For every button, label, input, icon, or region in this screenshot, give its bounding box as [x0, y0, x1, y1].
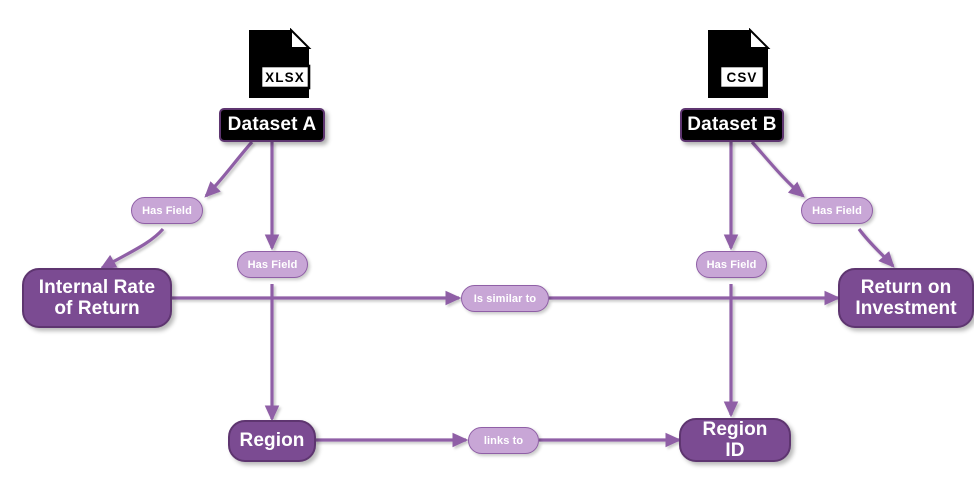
edge-label-dataset-b-has-field-region-id-text: Has Field: [706, 258, 757, 271]
edge-label-dataset-b-has-field-region-id[interactable]: Has Field: [696, 251, 767, 278]
entity-node-internal-rate-of-return-label: Internal Rate of Return: [38, 276, 156, 319]
edge-label-is-similar-to-text: Is similar to: [473, 292, 537, 305]
edge-label-dataset-a-has-field-irr-text: Has Field: [142, 204, 192, 217]
entity-node-region-id[interactable]: Region ID: [679, 418, 791, 462]
dataset-node-dataset-a-label: Dataset A: [227, 114, 317, 135]
entity-node-region-label: Region: [239, 430, 305, 452]
edge-label-is-similar-to[interactable]: Is similar to: [461, 285, 549, 312]
file-xlsx-icon: XLSX: [247, 28, 313, 100]
edge-path-dataset-a-has-field-irr-upper: [204, 140, 254, 198]
entity-node-region-id-label: Region ID: [702, 418, 768, 461]
edge-label-dataset-b-has-field-roi-text: Has Field: [812, 204, 862, 217]
file-csv-icon: CSV: [706, 28, 772, 100]
edge-label-dataset-a-has-field-region-text: Has Field: [247, 258, 298, 271]
entity-node-return-on-investment[interactable]: Return on Investment: [838, 268, 974, 328]
edge-label-links-to-text: links to: [483, 434, 524, 447]
edge-label-dataset-a-has-field-irr[interactable]: Has Field: [131, 197, 203, 224]
edge-label-dataset-b-has-field-roi[interactable]: Has Field: [801, 197, 873, 224]
edge-label-dataset-a-has-field-region[interactable]: Has Field: [237, 251, 308, 278]
entity-node-return-on-investment-label: Return on Investment: [855, 276, 957, 319]
edge-path-dataset-b-has-field-roi-upper: [750, 140, 805, 198]
edge-path-dataset-a-has-field-irr-lower: [99, 227, 165, 270]
edge-label-links-to[interactable]: links to: [468, 427, 539, 454]
entity-node-region[interactable]: Region: [228, 420, 316, 462]
entity-node-internal-rate-of-return[interactable]: Internal Rate of Return: [22, 268, 172, 328]
file-csv-icon-label: CSV: [726, 70, 757, 85]
dataset-node-dataset-b-label: Dataset B: [687, 114, 777, 135]
file-xlsx-icon-label: XLSX: [265, 70, 305, 85]
dataset-node-dataset-a[interactable]: Dataset A: [219, 108, 325, 142]
edge-path-dataset-b-has-field-roi-lower: [857, 228, 895, 268]
dataset-node-dataset-b[interactable]: Dataset B: [680, 108, 784, 142]
